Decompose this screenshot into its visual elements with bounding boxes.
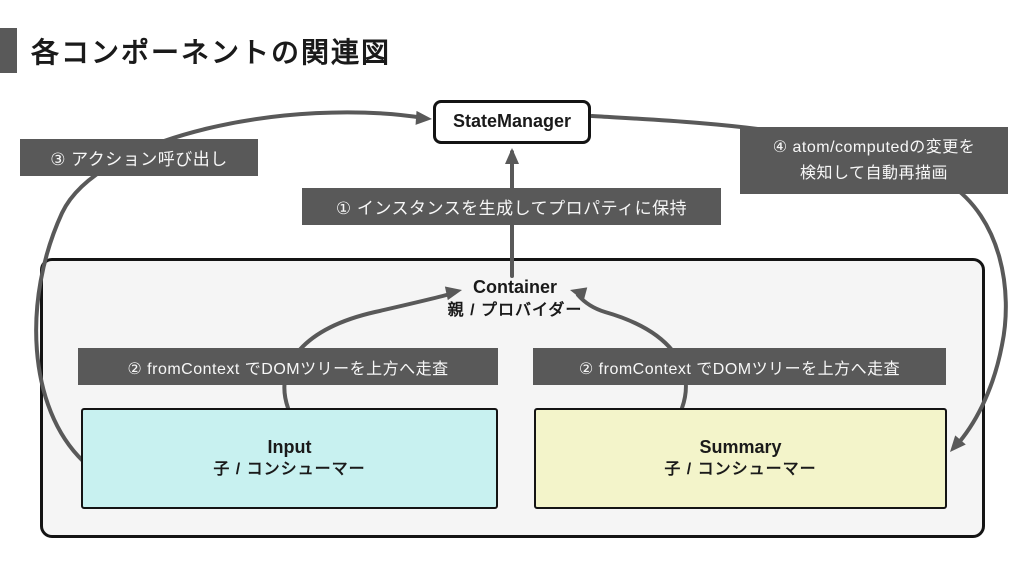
state-manager-node: StateManager bbox=[433, 100, 591, 144]
arrowhead-into-container-left bbox=[444, 286, 462, 301]
summary-node: Summary 子 / コンシューマー bbox=[534, 408, 947, 509]
container-node-label: Container 親 / プロバイダー bbox=[420, 276, 610, 322]
container-label: Container bbox=[472, 277, 557, 298]
annotation-step4-line2: 検知して自動再描画 bbox=[799, 164, 949, 182]
container-sublabel: 親 / プロバイダー bbox=[447, 301, 583, 319]
title-accent-bar bbox=[0, 28, 17, 73]
summary-sublabel: 子 / コンシューマー bbox=[664, 461, 817, 478]
arrow-step4-statemanager-to-summary bbox=[590, 114, 1008, 449]
annotation-step1: ① インスタンスを生成してプロパティに保持 bbox=[302, 188, 721, 225]
input-label: Input bbox=[267, 436, 312, 457]
arrowhead-into-container-right bbox=[570, 287, 588, 301]
annotation-step3: ③ アクション呼び出し bbox=[20, 139, 258, 176]
annotation-step4-line1: ④ atom/computedの変更を bbox=[772, 138, 976, 156]
input-node: Input 子 / コンシューマー bbox=[81, 408, 498, 509]
annotation-step2-left: ② fromContext でDOMツリーを上方へ走査 bbox=[78, 348, 498, 385]
arrowhead-into-summary-right bbox=[950, 435, 966, 452]
summary-label: Summary bbox=[699, 436, 782, 457]
arrow-step3-input-to-statemanager bbox=[34, 110, 426, 463]
page-title: 各コンポーネントの関連図 bbox=[31, 37, 392, 68]
arrowhead-into-statemanager-left bbox=[415, 110, 432, 125]
annotation-step4: ④ atom/computedの変更を 検知して自動再描画 bbox=[740, 127, 1008, 194]
arrowhead-into-statemanager-bottom bbox=[505, 148, 519, 164]
input-sublabel: 子 / コンシューマー bbox=[213, 461, 366, 478]
annotation-step2-right: ② fromContext でDOMツリーを上方へ走査 bbox=[533, 348, 946, 385]
state-manager-label: StateManager bbox=[452, 111, 572, 132]
